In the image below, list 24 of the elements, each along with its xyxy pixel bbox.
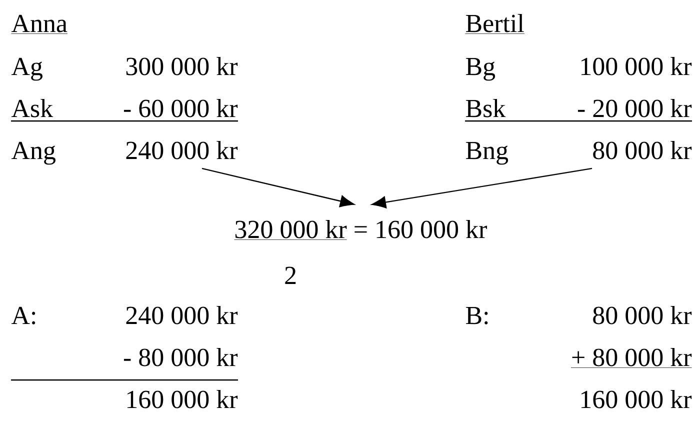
value-label: 80 000 kr	[593, 306, 692, 324]
value-label: + 80 000 kr	[570, 348, 692, 368]
value-label: Bsk	[466, 98, 506, 118]
arrow	[372, 168, 592, 208]
value-label: Ang	[11, 142, 56, 165]
value-label: - 60 000 kr	[124, 98, 238, 118]
value-label: 80 000 kr	[593, 140, 692, 160]
value-label: Ask	[11, 98, 54, 118]
heading-label: Bertil	[465, 14, 525, 34]
value-label: Ag	[11, 58, 42, 81]
fraction-formula: 320 000 kr = 160 000 kr 2	[234, 220, 487, 284]
value-label: 240 000 kr	[126, 140, 238, 160]
value-label: Bg	[466, 58, 496, 81]
value-label: 160 000 kr	[581, 390, 692, 408]
value-label: - 20 000 kr	[578, 98, 692, 118]
value-label: 100 000 kr	[581, 56, 692, 76]
value-label: 160 000 kr	[127, 390, 238, 408]
heading-label: Anna	[11, 14, 68, 34]
value-label: A:	[11, 306, 36, 324]
value-label: 300 000 kr	[126, 56, 238, 76]
arrow	[202, 168, 354, 208]
value-label: - 80 000 kr	[124, 348, 238, 366]
value-label: Bng	[466, 142, 508, 165]
value-label: 240 000 kr	[126, 306, 238, 324]
